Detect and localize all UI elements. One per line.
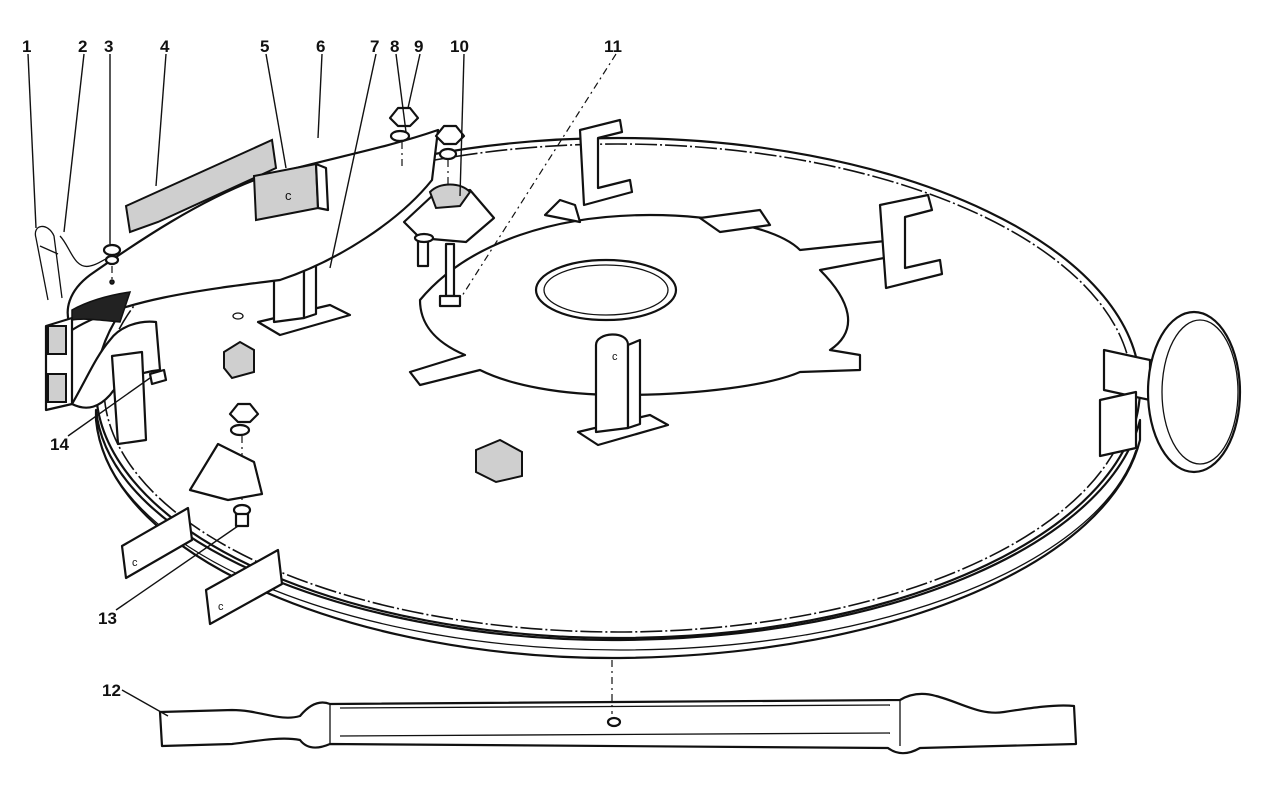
deck-corner-bracket-center: [475, 438, 523, 484]
wheel-axle-bracket: [1102, 348, 1152, 402]
height-bracket-bottom: [188, 442, 264, 502]
callout-9: 9: [414, 37, 423, 56]
center-opening: [534, 258, 678, 322]
callout-1: 1: [22, 37, 31, 56]
wheel-tire: [1146, 310, 1242, 474]
locknut-top-2: [434, 124, 466, 146]
leader-lines: [27, 53, 617, 717]
callout-labels: 1 2 3 4 5 6 7 8 9 10 11 12 13 14: [22, 37, 622, 700]
bolt-11: [444, 242, 456, 298]
chute-dark-edge: [71, 291, 132, 323]
center-plate-arm-2: [698, 208, 772, 234]
callout-14: 14: [50, 435, 69, 454]
callout-6: 6: [316, 37, 325, 56]
front-hinge-plate-left: [120, 506, 194, 580]
front-hinge-plate-right: [204, 548, 284, 626]
callout-3: 3: [104, 37, 113, 56]
svg-text:c: c: [218, 601, 224, 613]
mower-blade: [158, 660, 1078, 755]
blade-center-hole: [606, 716, 622, 728]
callout-8: 8: [390, 37, 399, 56]
callout-10: 10: [450, 37, 469, 56]
chute-deflector: [66, 128, 440, 332]
deck-skirt: [94, 408, 1142, 660]
svg-text:c: c: [285, 188, 292, 203]
discharge-chute: c: [34, 128, 440, 446]
callout-12: 12: [102, 681, 121, 700]
deck-corner-bracket-left: [223, 340, 255, 380]
bottom-hardware: c c: [120, 368, 284, 626]
chute-flap: [124, 138, 278, 234]
deck-post-front: c: [576, 333, 670, 447]
center-opening-inner: [543, 264, 669, 316]
wheel-tire-face: [1161, 319, 1239, 465]
screw-14: [148, 368, 168, 386]
hairpin-cable: [59, 235, 111, 267]
washer-chute: [102, 243, 122, 257]
callout-11: 11: [604, 37, 622, 56]
hairpin-cotter: [34, 225, 63, 301]
center-plate-arm: [543, 198, 582, 224]
callout-5: 5: [260, 37, 269, 56]
callout-13: 13: [98, 609, 117, 628]
deck-bracket-right: [878, 193, 944, 290]
deck-hole-left: [232, 312, 244, 320]
chute-hinge-lower: [47, 373, 67, 403]
deck-brackets: c c: [223, 118, 944, 484]
callout-4: 4: [160, 37, 170, 56]
top-hardware: [388, 106, 496, 308]
callout-7: 7: [370, 37, 379, 56]
wheel-assembly: [1098, 310, 1242, 474]
locknut-bottom: [228, 402, 260, 424]
chute-hinge-upper: [47, 325, 67, 355]
svg-text:c: c: [612, 351, 618, 363]
washer-top: [389, 129, 411, 143]
deck-bracket-back: [578, 118, 634, 207]
callout-2: 2: [78, 37, 87, 56]
chute-side-plate: [110, 350, 148, 446]
svg-text:c: c: [132, 557, 138, 569]
wheel-mount-plate: [1098, 390, 1138, 458]
